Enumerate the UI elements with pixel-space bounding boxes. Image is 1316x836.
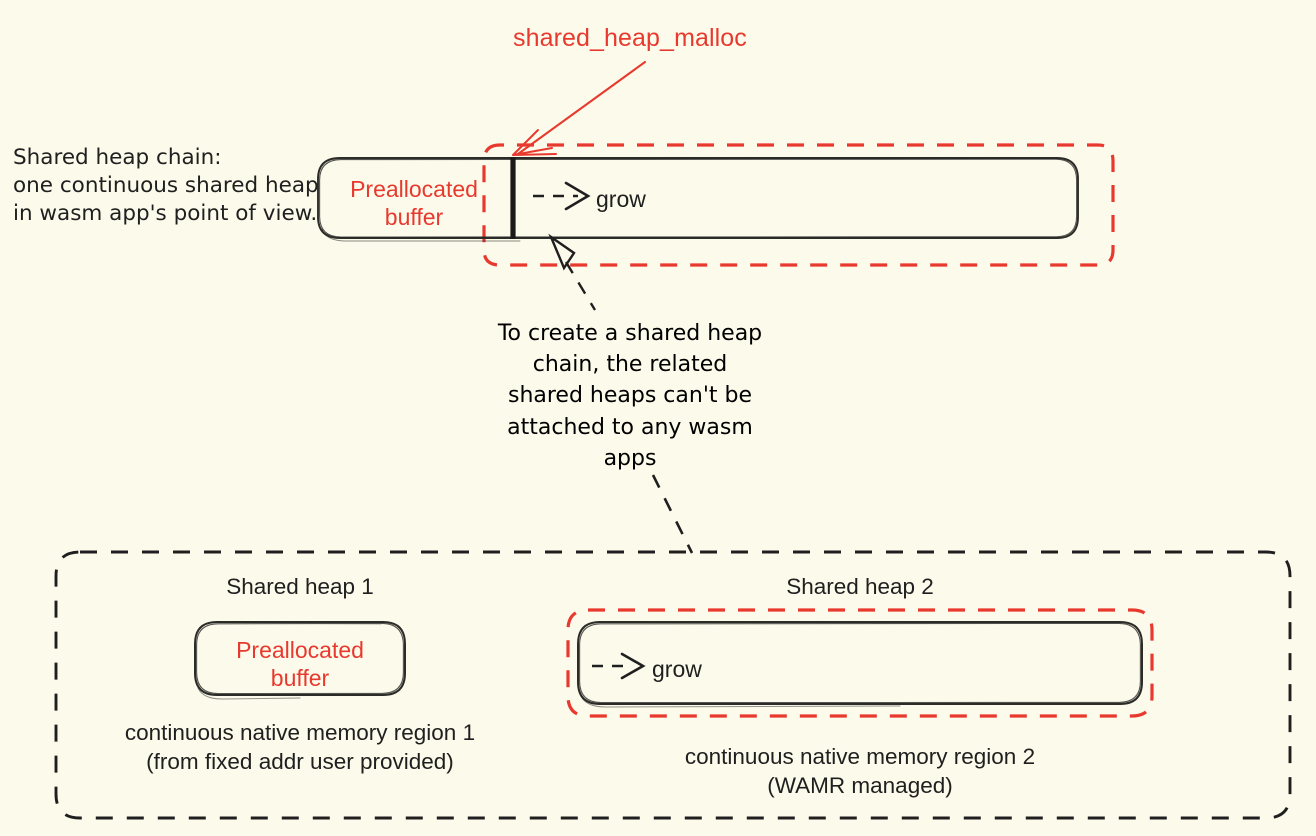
note-pointer-arrow-shaft (564, 261, 597, 311)
shared-heap-1-title: Shared heap 1 (226, 574, 374, 599)
note-line-2: chain, the related (532, 352, 728, 378)
top-preallocated-buffer-label-line-1: Preallocated (350, 176, 478, 202)
shared-heap-chain-note: To create a shared heap chain, the relat… (480, 318, 780, 474)
heap1-preallocated-buffer-label-line-1: Preallocated (236, 637, 364, 663)
heap2-grow-label: grow (652, 656, 702, 682)
note-pointer-arrow-head (548, 233, 576, 271)
heap2-caption-line-1: continuous native memory region 2 (684, 744, 1036, 769)
heap1-preallocated-buffer-label-line-2: buffer (270, 665, 330, 691)
top-grow-arrow-head (564, 181, 591, 211)
note-line-1: To create a shared heap (497, 321, 763, 346)
note-line-5: apps (603, 445, 657, 471)
note-line-3: shared heaps can't be (507, 383, 752, 409)
top-grow-region-dashed-outline (482, 143, 1115, 267)
shared-heap-malloc-label: shared_heap_malloc (513, 24, 747, 52)
heap2-heap-box-sketch-overshoot (580, 695, 901, 708)
top-preallocated-buffer-label-line-2: buffer (384, 204, 444, 230)
shared-heap-2-title: Shared heap 2 (786, 574, 934, 599)
note-line-4: attached to any wasm (507, 414, 753, 440)
heap1-caption-line-1: continuous native memory region 1 (124, 720, 476, 745)
malloc-callout-arrow-head (512, 129, 557, 156)
shared-heap-chain-description-line-1: Shared heap chain: (13, 145, 222, 170)
shared-heap-chain-description-line-3: in wasm app's point of view. (13, 201, 318, 226)
shared-heap-chain-description-line-2: one continuous shared heap (13, 173, 319, 198)
heap2-grow-arrow-head (620, 652, 646, 680)
top-grow-label: grow (596, 186, 646, 212)
note-to-container-connector (651, 474, 694, 554)
heap1-caption-line-2: (from fixed addr user provided) (146, 749, 454, 774)
heap2-caption-line-2: (WAMR managed) (767, 773, 953, 798)
malloc-callout-arrow-shaft (516, 60, 647, 156)
